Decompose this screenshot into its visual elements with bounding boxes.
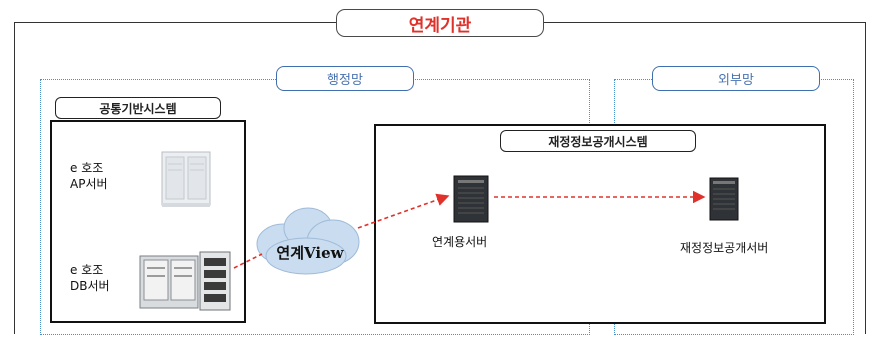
tower-server-icon bbox=[709, 177, 739, 221]
disclosure-system-label-pill: 재정정보공개시스템 bbox=[500, 130, 696, 152]
link-server-label: 연계용서버 bbox=[432, 235, 488, 249]
db-server-label-line2: DB서버 bbox=[70, 279, 110, 293]
ap-server-label-line2: AP서버 bbox=[70, 177, 108, 191]
internal-network-label-pill: 행정망 bbox=[276, 66, 414, 91]
db-to-cloud-arrow bbox=[233, 253, 263, 269]
server-rack-icon bbox=[161, 151, 211, 207]
disclosure-system-label: 재정정보공개시스템 bbox=[548, 134, 648, 149]
cloud-label: 연계View bbox=[276, 244, 344, 262]
title-pill: 연계기관 bbox=[336, 9, 544, 37]
ap-server-label-line1: e 호조 bbox=[70, 161, 104, 175]
disclosure-server-label: 재정정보공개서버 bbox=[680, 241, 769, 255]
disclosure-system-box bbox=[374, 124, 826, 324]
cloud-to-link-server-arrow bbox=[357, 193, 450, 229]
db-server-label-line1: e 호조 bbox=[70, 263, 104, 277]
common-system-label-pill: 공통기반시스템 bbox=[55, 97, 221, 119]
db-server-label: e 호조 DB서버 bbox=[70, 262, 110, 294]
external-network-label-pill: 외부망 bbox=[652, 66, 820, 91]
external-network-label: 외부망 bbox=[718, 73, 754, 88]
cloud-icon bbox=[256, 207, 360, 275]
tower-server-icon bbox=[453, 175, 489, 223]
internal-network-label: 행정망 bbox=[327, 73, 363, 88]
database-cabinet-icon bbox=[139, 251, 231, 311]
page-title: 연계기관 bbox=[408, 15, 472, 36]
ap-server-label: e 호조 AP서버 bbox=[70, 160, 108, 192]
common-system-label: 공통기반시스템 bbox=[99, 101, 177, 116]
